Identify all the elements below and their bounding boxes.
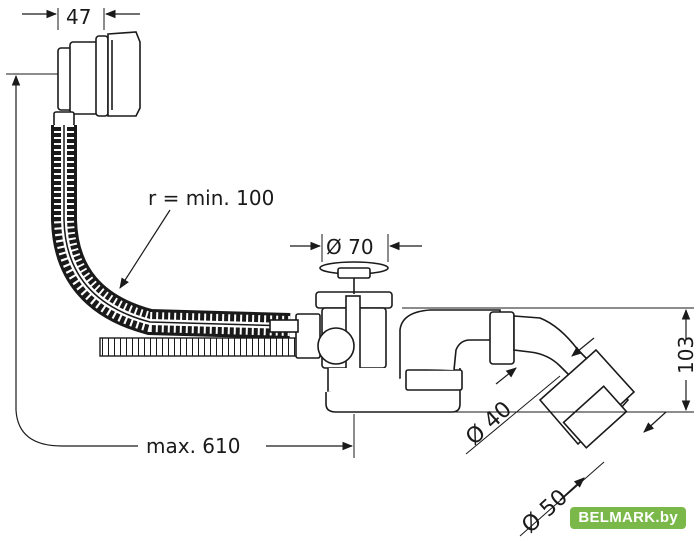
drain-trap-body [269, 291, 501, 413]
bend-radius-label: r = min. 100 [148, 186, 274, 210]
dim-max-length: max. 610 [6, 73, 355, 458]
outlet-50-label: Ø 50 [517, 485, 573, 539]
trap-height-label: 103 [674, 336, 698, 374]
max-length-label: max. 610 [146, 434, 240, 458]
watermark-logo: BELMARK.by [570, 507, 686, 529]
overflow-head [53, 31, 141, 127]
drain-plug [319, 261, 389, 294]
outlet-elbow [489, 311, 636, 449]
dim-bend-radius: r = min. 100 [119, 186, 274, 289]
drain-hose [99, 337, 301, 357]
dim-drain-diameter: Ø 70 [290, 234, 422, 262]
overflow-width-label: 47 [66, 5, 91, 29]
outlet-40-label: Ø 40 [461, 397, 517, 451]
overflow-hose [51, 125, 291, 339]
dim-overflow-width: 47 [22, 5, 140, 30]
dim-trap-height: 103 [402, 307, 698, 413]
drain-diameter-label: Ø 70 [326, 235, 374, 259]
